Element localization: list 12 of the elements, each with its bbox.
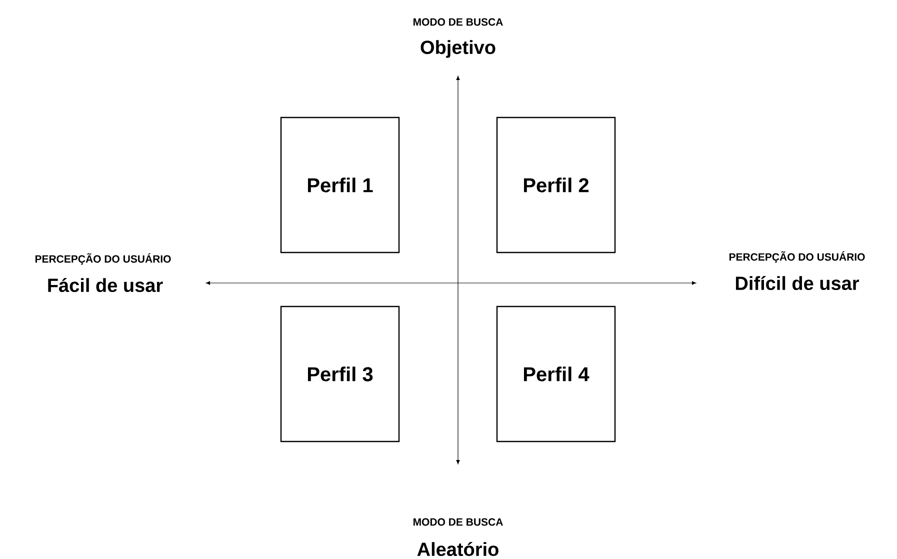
axis-label: Fácil de usar [48, 278, 163, 292]
axis-heading: MODO DE BUSCA [414, 518, 503, 526]
axis-heading: MODO DE BUSCA [414, 18, 503, 26]
axis-label: Objetivo [420, 40, 496, 58]
profile-box: Perfil 1 [280, 116, 400, 254]
axis-heading: PERCEPÇÃO DO USUÁRIO [35, 253, 171, 265]
axis-label: Difícil de usar [736, 276, 859, 290]
profile-box: Perfil 2 [496, 116, 616, 254]
profile-box: Perfil 4 [496, 306, 616, 442]
axis-label: Aleatório [417, 542, 498, 556]
profile-box: Perfil 3 [280, 306, 400, 442]
axis-heading: PERCEPÇÃO DO USUÁRIO [729, 251, 865, 263]
